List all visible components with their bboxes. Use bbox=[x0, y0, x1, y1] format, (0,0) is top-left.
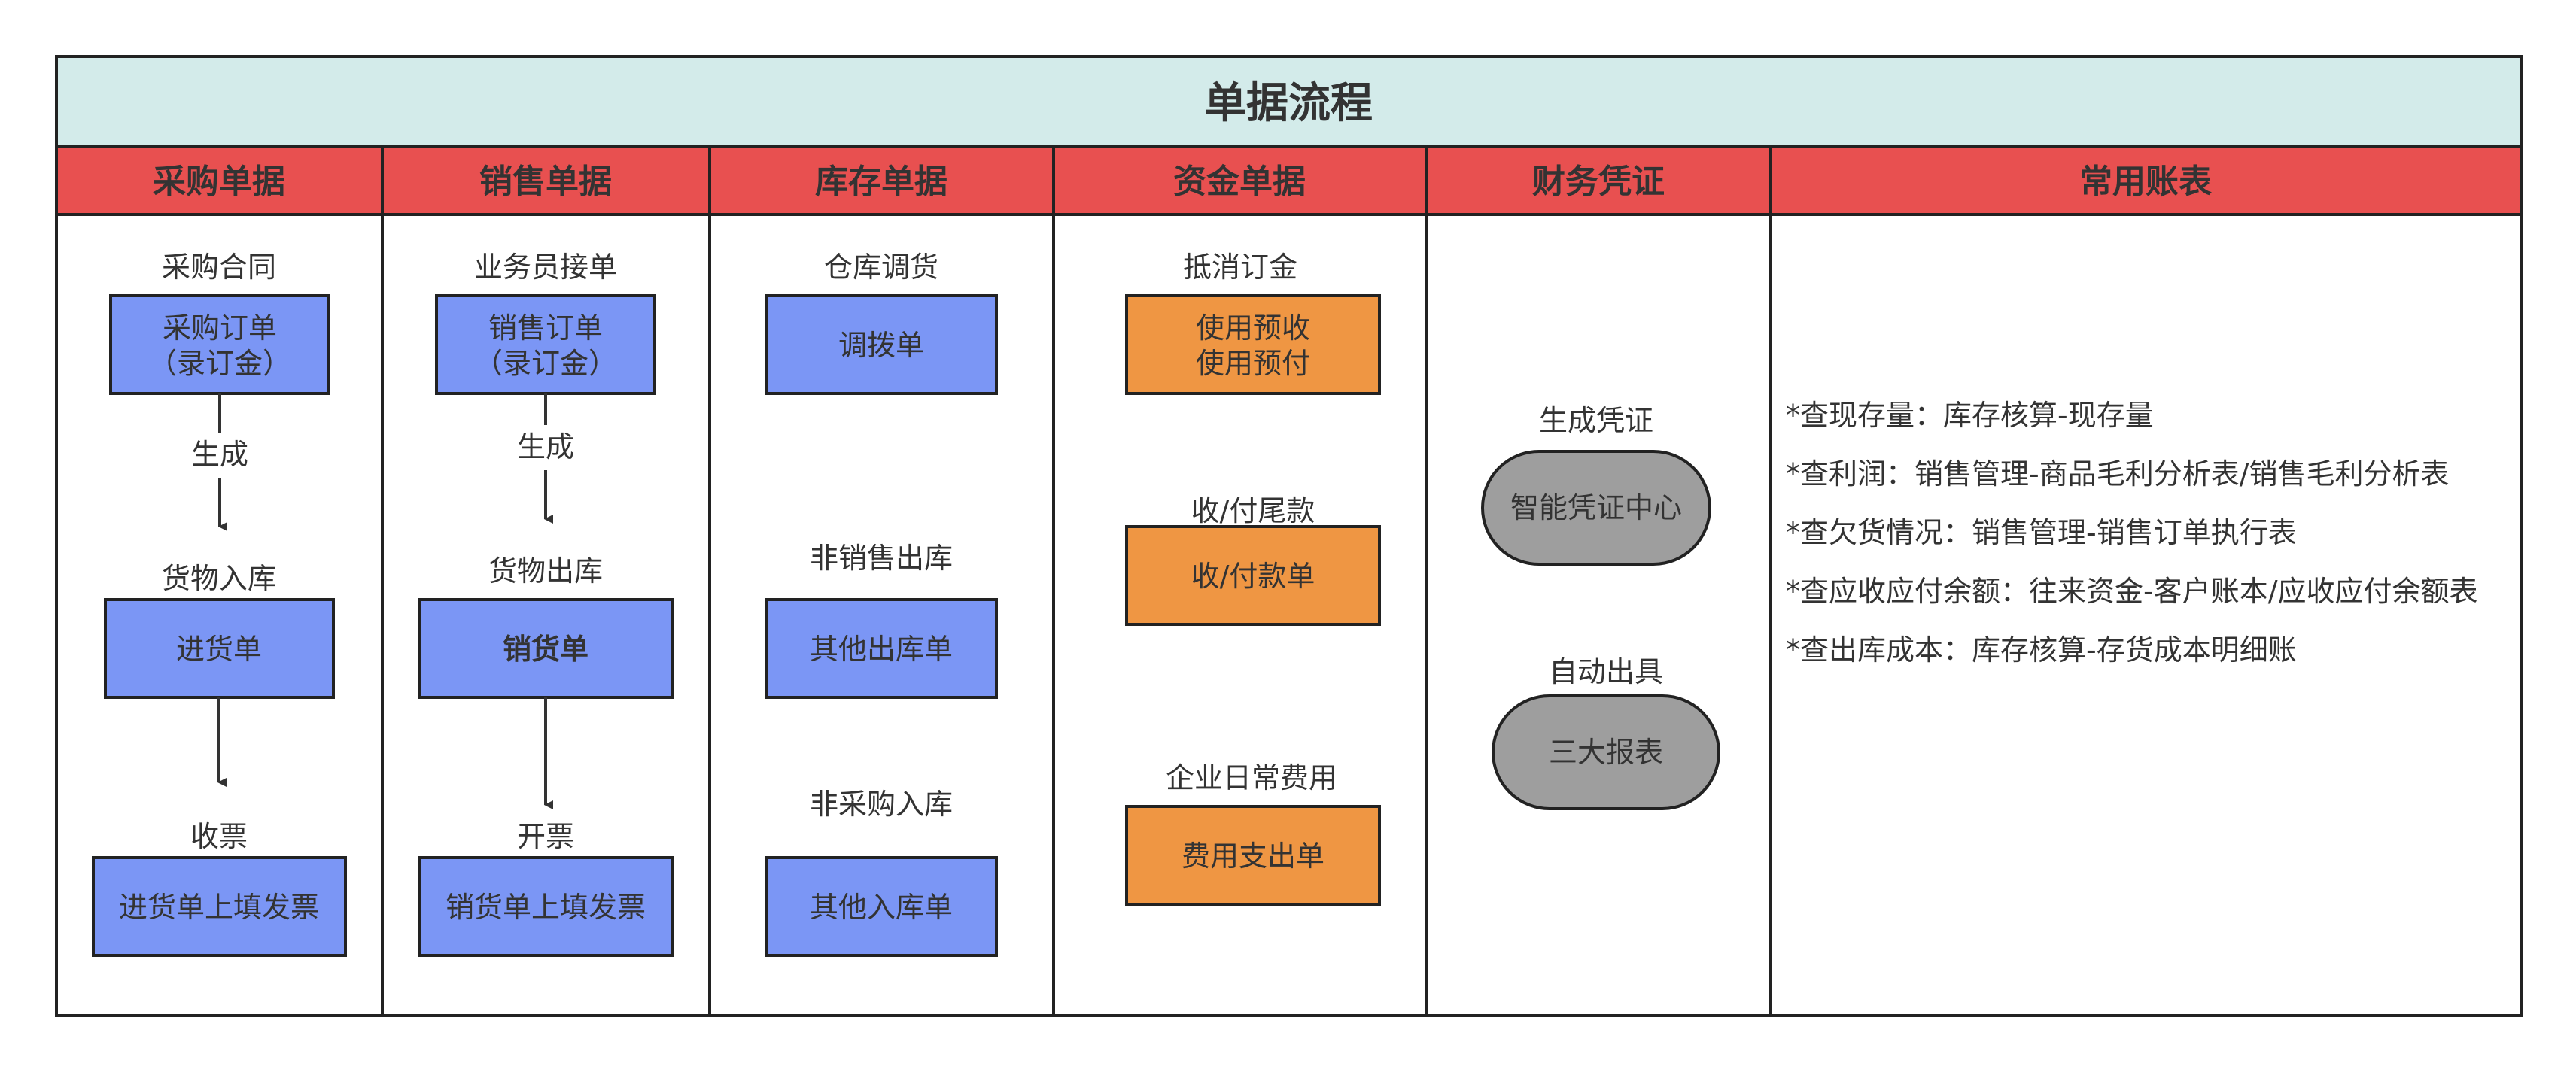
smart-voucher-center-text: 智能凭证中心 bbox=[1510, 491, 1682, 524]
voucher-column: 生成凭证 智能凭证中心 自动出具 三大报表 bbox=[1481, 404, 1720, 810]
three-statements-text: 三大报表 bbox=[1549, 736, 1663, 769]
receipt-invoice-box[interactable] bbox=[92, 856, 347, 957]
header-voucher: 财务凭证 bbox=[1532, 162, 1665, 201]
inventory-column: 仓库调货 调拨单 非销售出库 其他出库单 非采购入库 其他入库单 bbox=[765, 251, 998, 957]
report-note-3: *查欠货情况：销售管理-销售订单执行表 bbox=[1786, 516, 2297, 549]
non-purchase-in-label: 非采购入库 bbox=[810, 788, 953, 821]
reports-column: *查现存量：库存核算-现存量 *查利润：销售管理-商品毛利分析表/销售毛利分析表… bbox=[1786, 399, 2478, 667]
header-band bbox=[55, 145, 2523, 216]
purchase-order-line2: （录订金） bbox=[148, 347, 291, 380]
goods-out-label: 货物出库 bbox=[488, 554, 603, 588]
expense-box[interactable] bbox=[1125, 805, 1381, 906]
report-note-5: *查出库成本：库存核算-存货成本明细账 bbox=[1786, 633, 2297, 667]
header-funds: 资金单据 bbox=[1173, 162, 1306, 201]
other-in-text: 其他入库单 bbox=[810, 891, 953, 924]
purchase-generate-label: 生成 bbox=[191, 438, 248, 471]
final-payment-label: 收/付尾款 bbox=[1191, 494, 1315, 527]
offset-deposit-label: 抵消订金 bbox=[1183, 251, 1297, 284]
header-inventory: 库存单据 bbox=[815, 162, 947, 201]
sales-column: 业务员接单 销售订单 （录订金） 生成 货物出库 销货单 开票 销货单上填发票 bbox=[418, 251, 674, 957]
receive-invoice-label: 收票 bbox=[190, 820, 248, 853]
payment-box[interactable] bbox=[1125, 525, 1381, 626]
report-note-1: *查现存量：库存核算-现存量 bbox=[1786, 399, 2154, 432]
funds-column: 抵消订金 使用预收 使用预付 收/付尾款 收/付款单 企业日常费用 费用支出单 bbox=[1125, 251, 1381, 906]
smart-voucher-center-box[interactable] bbox=[1481, 450, 1711, 566]
report-note-4: *查应收应付余额：往来资金-客户账本/应收应付余额表 bbox=[1786, 575, 2478, 608]
purchase-column: 采购合同 采购订单 （录订金） 生成 货物入库 进货单 收票 进货单上填发票 bbox=[92, 251, 347, 957]
header-reports: 常用账表 bbox=[2079, 162, 2212, 201]
expense-text: 费用支出单 bbox=[1182, 840, 1324, 873]
title-band bbox=[55, 55, 2523, 148]
header-sales: 销售单据 bbox=[479, 162, 612, 201]
report-note-2: *查利润：销售管理-商品毛利分析表/销售毛利分析表 bbox=[1786, 457, 2450, 490]
salesperson-order-label: 业务员接单 bbox=[474, 251, 617, 284]
generate-voucher-label: 生成凭证 bbox=[1539, 404, 1653, 437]
non-sales-out-label: 非销售出库 bbox=[810, 542, 953, 575]
delivery-invoice-text: 销货单上填发票 bbox=[446, 891, 646, 924]
purchase-order-line1: 采购订单 bbox=[163, 311, 277, 345]
sales-order-line1: 销售订单 bbox=[488, 311, 603, 345]
column-dividers bbox=[381, 147, 1772, 1016]
other-out-box[interactable] bbox=[765, 598, 998, 699]
receipt-invoice-text: 进货单上填发票 bbox=[119, 891, 319, 924]
use-advance-line1: 使用预收 bbox=[1196, 311, 1310, 345]
header-purchase: 采购单据 bbox=[153, 162, 285, 201]
sales-order-line2: （录订金） bbox=[474, 347, 617, 380]
use-advance-box[interactable] bbox=[1125, 294, 1381, 395]
daily-expense-label: 企业日常费用 bbox=[1166, 761, 1337, 794]
auto-issue-label: 自动出具 bbox=[1549, 655, 1663, 688]
other-out-text: 其他出库单 bbox=[810, 633, 953, 666]
issue-invoice-label: 开票 bbox=[517, 820, 574, 853]
transfer-text: 调拨单 bbox=[838, 329, 924, 362]
goods-in-label: 货物入库 bbox=[162, 562, 276, 595]
delivery-text: 销货单 bbox=[503, 633, 588, 666]
goods-receipt-box[interactable] bbox=[104, 598, 335, 699]
purchase-contract-label: 采购合同 bbox=[162, 251, 276, 284]
payment-text: 收/付款单 bbox=[1191, 560, 1315, 593]
warehouse-transfer-label: 仓库调货 bbox=[824, 251, 938, 284]
other-in-box[interactable] bbox=[765, 856, 998, 957]
three-statements-box[interactable] bbox=[1492, 694, 1720, 810]
use-advance-line2: 使用预付 bbox=[1196, 347, 1310, 380]
goods-receipt-text: 进货单 bbox=[176, 633, 262, 666]
diagram-title: 单据流程 bbox=[1204, 79, 1373, 128]
purchase-order-box[interactable] bbox=[109, 294, 330, 395]
transfer-box[interactable] bbox=[765, 294, 998, 395]
delivery-invoice-box[interactable] bbox=[418, 856, 674, 957]
sales-generate-label: 生成 bbox=[517, 430, 574, 463]
sales-order-box[interactable] bbox=[435, 294, 656, 395]
